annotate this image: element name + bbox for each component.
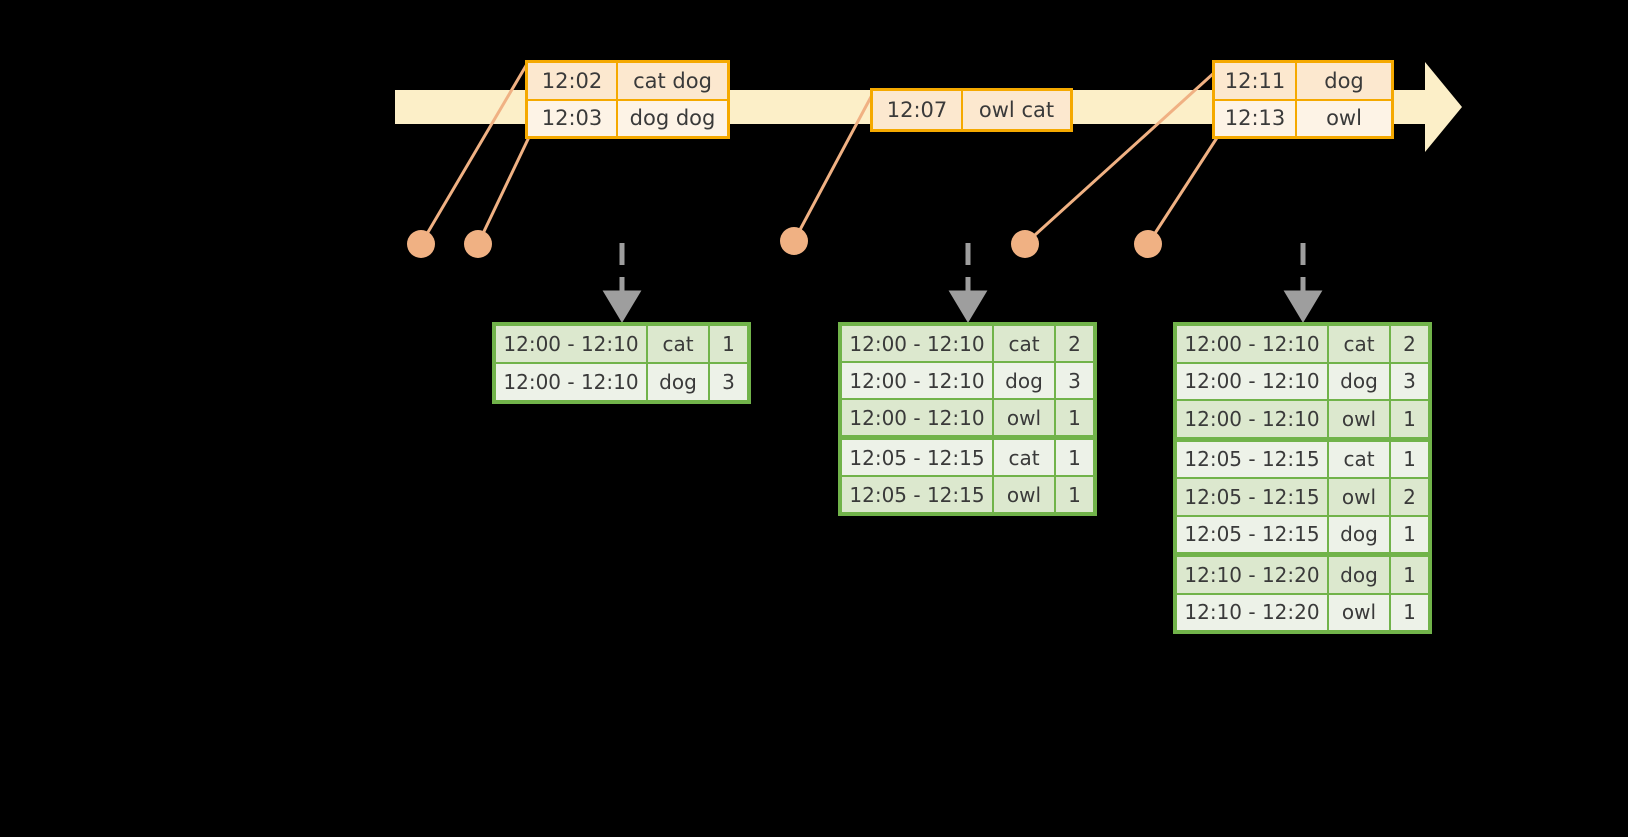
count-cell: 1	[1068, 482, 1081, 507]
key-cell: dog	[1329, 363, 1391, 399]
window-cell: 12:00 - 12:10	[1177, 401, 1329, 437]
table-row[interactable]: 12:00 - 12:10 cat 1	[496, 326, 747, 362]
event-time: 12:03	[528, 100, 618, 136]
count-cell: 3	[722, 370, 735, 394]
count-cell: 1	[1403, 562, 1416, 587]
table-row[interactable]: 12:00 - 12:10 owl 1	[842, 398, 1093, 435]
count-cell: 1	[1403, 406, 1416, 431]
window-cell: 12:05 - 12:15	[842, 477, 994, 512]
connector-dot-3	[780, 227, 808, 255]
table-row[interactable]: 12:00 - 12:10 dog 3	[1177, 361, 1428, 399]
table-row[interactable]: 12:05 - 12:15 cat 1	[1177, 436, 1428, 477]
event-time: 12:13	[1215, 100, 1297, 136]
event-row[interactable]: 12:13 owl	[1215, 98, 1391, 136]
key-cell: owl	[994, 477, 1056, 512]
window-cell: 12:00 - 12:10	[842, 400, 994, 435]
event-row[interactable]: 12:11 dog	[1215, 63, 1391, 99]
table-row[interactable]: 12:05 - 12:15 owl 2	[1177, 477, 1428, 515]
count-cell: 1	[1068, 405, 1081, 430]
count-cell: 3	[1403, 369, 1416, 394]
key-cell: cat	[1329, 326, 1391, 362]
connector-dot-4	[1011, 230, 1039, 258]
window-cell: 12:00 - 12:10	[496, 326, 648, 362]
key-cell: owl	[1329, 479, 1391, 515]
window-cell: 12:00 - 12:10	[842, 363, 994, 398]
table-row[interactable]: 12:00 - 12:10 cat 2	[842, 326, 1093, 361]
connector-dot-2	[464, 230, 492, 258]
key-cell: cat	[648, 326, 710, 362]
window-cell: 12:10 - 12:20	[1177, 557, 1329, 593]
count-cell: 2	[1403, 331, 1416, 356]
event-words: dog dog	[629, 106, 716, 131]
window-cell: 12:00 - 12:10	[496, 364, 648, 400]
event-time: 12:02	[528, 63, 618, 99]
event-group-1[interactable]: 12:02 cat dog 12:03 dog dog	[525, 60, 730, 139]
window-cell: 12:05 - 12:15	[842, 440, 994, 475]
key-cell: cat	[994, 440, 1056, 475]
emit-arrow-3	[1283, 243, 1323, 323]
key-cell: dog	[994, 363, 1056, 398]
event-time: 12:07	[873, 91, 963, 129]
count-cell: 1	[1068, 445, 1081, 470]
event-words: owl	[1326, 106, 1362, 131]
event-words: cat dog	[633, 68, 712, 93]
key-cell: cat	[1329, 441, 1391, 477]
emit-arrows	[602, 243, 1323, 323]
table-row[interactable]: 12:00 - 12:10 dog 3	[496, 362, 747, 400]
result-table-1[interactable]: 12:00 - 12:10 cat 1 12:00 - 12:10 dog 3	[492, 322, 751, 404]
event-group-2[interactable]: 12:07 owl cat	[870, 88, 1073, 132]
key-cell: dog	[1329, 557, 1391, 593]
key-cell: owl	[1329, 401, 1391, 437]
key-cell: cat	[994, 326, 1056, 361]
connector-dot-1	[407, 230, 435, 258]
window-cell: 12:05 - 12:15	[1177, 441, 1329, 477]
table-row[interactable]: 12:05 - 12:15 owl 1	[842, 475, 1093, 512]
window-cell: 12:00 - 12:10	[1177, 326, 1329, 362]
window-cell: 12:05 - 12:15	[1177, 516, 1329, 552]
count-cell: 1	[1403, 600, 1416, 625]
table-row[interactable]: 12:05 - 12:15 cat 1	[842, 435, 1093, 475]
table-row[interactable]: 12:00 - 12:10 cat 2	[1177, 326, 1428, 362]
window-cell: 12:00 - 12:10	[842, 326, 994, 361]
event-row[interactable]: 12:02 cat dog	[528, 63, 727, 99]
table-row[interactable]: 12:05 - 12:15 dog 1	[1177, 514, 1428, 552]
count-cell: 1	[1403, 447, 1416, 472]
count-cell: 2	[1403, 484, 1416, 509]
emit-arrow-2	[948, 243, 988, 323]
window-cell: 12:10 - 12:20	[1177, 594, 1329, 630]
result-table-2[interactable]: 12:00 - 12:10 cat 2 12:00 - 12:10 dog 3 …	[838, 322, 1097, 516]
event-words: owl cat	[978, 98, 1055, 122]
event-row[interactable]: 12:07 owl cat	[873, 91, 1070, 129]
count-cell: 2	[1068, 331, 1081, 356]
key-cell: owl	[1329, 594, 1391, 630]
table-row[interactable]: 12:10 - 12:20 owl 1	[1177, 592, 1428, 630]
emit-arrow-1	[602, 243, 642, 323]
event-group-3[interactable]: 12:11 dog 12:13 owl	[1212, 60, 1394, 139]
key-cell: dog	[1329, 516, 1391, 552]
count-cell: 1	[722, 332, 735, 356]
table-row[interactable]: 12:10 - 12:20 dog 1	[1177, 552, 1428, 593]
event-row[interactable]: 12:03 dog dog	[528, 98, 727, 136]
event-words: dog	[1324, 68, 1364, 93]
connector-dot-5	[1134, 230, 1162, 258]
window-cell: 12:00 - 12:10	[1177, 363, 1329, 399]
table-row[interactable]: 12:00 - 12:10 dog 3	[842, 361, 1093, 398]
result-table-3[interactable]: 12:00 - 12:10 cat 2 12:00 - 12:10 dog 3 …	[1173, 322, 1432, 634]
connector-dots	[407, 227, 1162, 258]
key-cell: owl	[994, 400, 1056, 435]
event-time: 12:11	[1215, 63, 1297, 99]
table-row[interactable]: 12:00 - 12:10 owl 1	[1177, 399, 1428, 437]
key-cell: dog	[648, 364, 710, 400]
count-cell: 1	[1403, 522, 1416, 547]
window-cell: 12:05 - 12:15	[1177, 479, 1329, 515]
count-cell: 3	[1068, 368, 1081, 393]
